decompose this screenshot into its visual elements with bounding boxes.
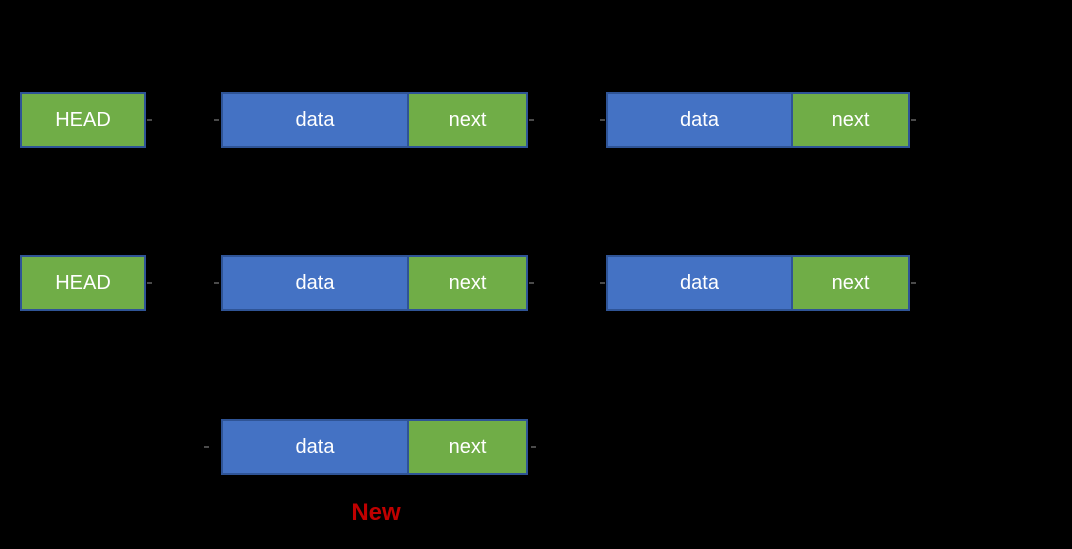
arrow-stub bbox=[529, 282, 534, 284]
node-next-cell: next bbox=[409, 255, 528, 311]
arrow-stub bbox=[529, 119, 534, 121]
arrow-stub bbox=[911, 119, 916, 121]
list-node-row1-2: data next bbox=[606, 92, 910, 148]
list-node-row1-1: data next bbox=[221, 92, 528, 148]
arrow-stub bbox=[600, 119, 605, 121]
arrow-stub bbox=[147, 282, 152, 284]
node-next-cell: next bbox=[793, 92, 910, 148]
list-node-row2-2: data next bbox=[606, 255, 910, 311]
arrow-stub bbox=[531, 446, 536, 448]
arrow-stub bbox=[214, 119, 219, 121]
node-next-cell: next bbox=[409, 419, 528, 475]
arrow-stub bbox=[600, 282, 605, 284]
head-box-row2: HEAD bbox=[20, 255, 146, 311]
arrow-stub bbox=[147, 119, 152, 121]
node-data-cell: data bbox=[221, 92, 409, 148]
head-box-row1: HEAD bbox=[20, 92, 146, 148]
new-node-caption: New bbox=[351, 499, 401, 526]
list-node-row2-1: data next bbox=[221, 255, 528, 311]
node-next-cell: next bbox=[409, 92, 528, 148]
node-next-cell: next bbox=[793, 255, 910, 311]
arrow-stub bbox=[911, 282, 916, 284]
node-data-cell: data bbox=[606, 255, 793, 311]
node-data-cell: data bbox=[221, 419, 409, 475]
new-list-node: data next bbox=[221, 419, 528, 475]
arrow-stub bbox=[214, 282, 219, 284]
node-data-cell: data bbox=[606, 92, 793, 148]
arrow-stub bbox=[204, 446, 209, 448]
node-data-cell: data bbox=[221, 255, 409, 311]
